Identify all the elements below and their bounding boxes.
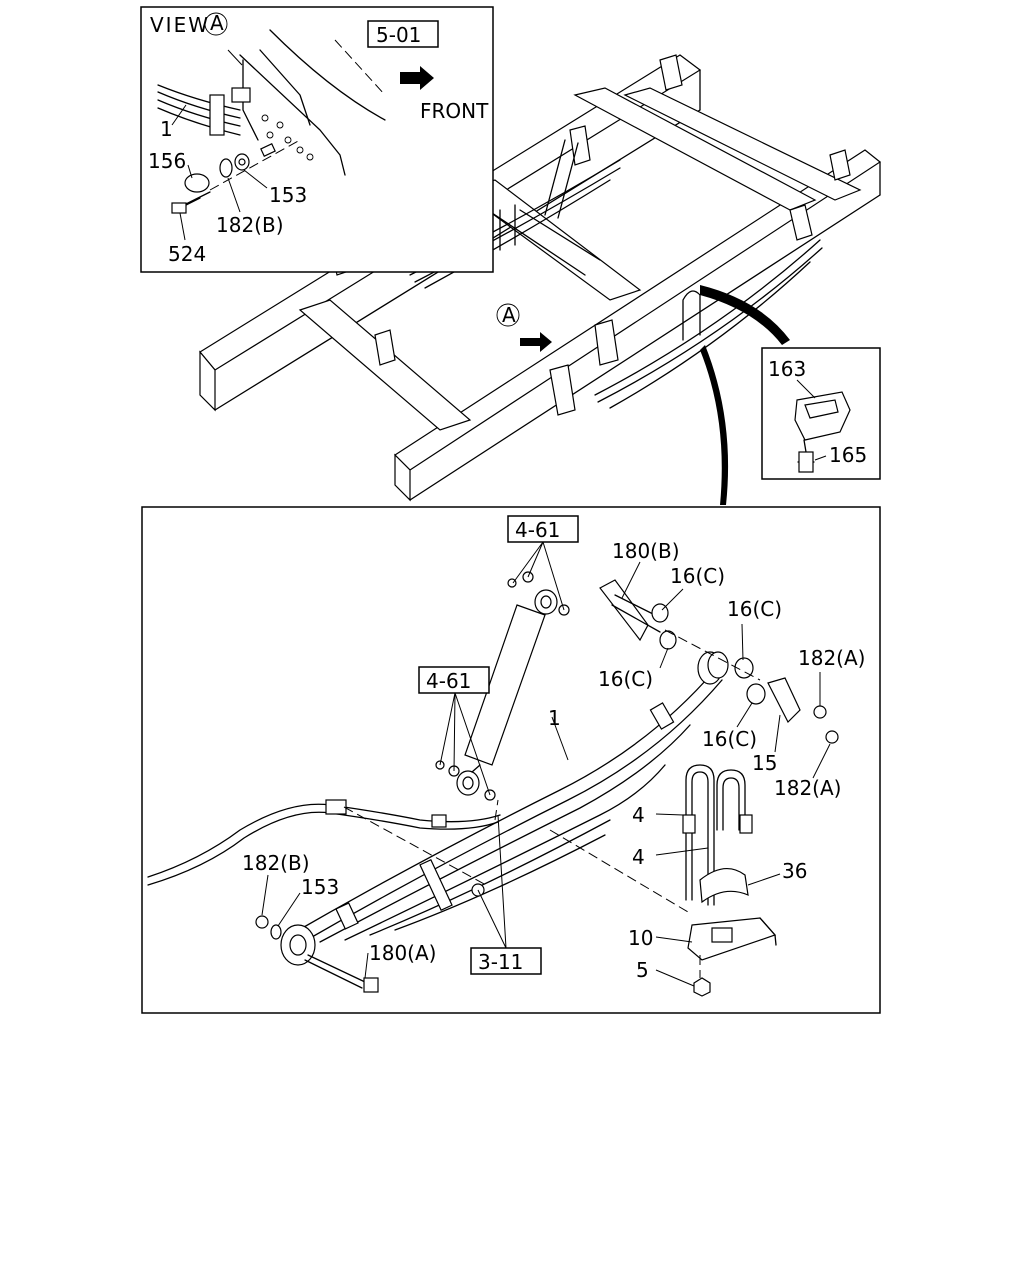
ref-box-5-01-label: 5-01: [376, 23, 421, 47]
view-marker-label: A: [210, 11, 224, 35]
main-label-153: 153: [301, 875, 339, 899]
main-label-180b: 180(B): [612, 539, 680, 563]
ref-box-4-61-mid[interactable]: [418, 666, 490, 694]
chassis-view-marker-label: A: [502, 303, 516, 327]
ref-box-4-61-top-label: 4-61: [515, 518, 560, 542]
view-label-524: 524: [168, 242, 206, 266]
main-label-5: 5: [636, 958, 649, 982]
front-arrow-icon: [400, 66, 434, 90]
detail-panel: 163 165: [761, 347, 881, 480]
ref-box-3-11[interactable]: [470, 947, 542, 975]
main-label-16c-1: 16(C): [670, 564, 725, 588]
main-panel: 4-61 4-61 3-11 180(B) 16(C) 16(C) 16(C) …: [141, 506, 881, 1014]
main-label-4-lower: 4: [632, 845, 645, 869]
view-label-156: 156: [148, 149, 186, 173]
main-label-180a: 180(A): [369, 941, 436, 965]
main-label-36: 36: [782, 859, 807, 883]
ref-box-5-01[interactable]: [367, 20, 439, 48]
view-label-182b: 182(B): [216, 213, 284, 237]
view-a-panel: VIEW A 5-01 FRONT: [140, 6, 494, 273]
main-label-15: 15: [752, 751, 777, 775]
ref-box-4-61-top[interactable]: [507, 515, 579, 543]
view-label-153: 153: [269, 183, 307, 207]
front-direction-arrow: [520, 332, 552, 352]
main-label-182a-1: 182(A): [798, 646, 865, 670]
main-label-182b: 182(B): [242, 851, 310, 875]
main-label-1: 1: [548, 706, 561, 730]
main-label-16c-4: 16(C): [702, 727, 757, 751]
main-label-16c-2: 16(C): [727, 597, 782, 621]
main-label-4-upper: 4: [632, 803, 645, 827]
detail-label-165: 165: [829, 443, 867, 467]
front-label: FRONT: [420, 99, 489, 123]
chassis-view-marker: A: [496, 303, 552, 352]
ref-box-4-61-mid-label: 4-61: [426, 669, 471, 693]
ref-box-3-11-label: 3-11: [478, 950, 523, 974]
main-label-182a-2: 182(A): [774, 776, 841, 800]
main-label-10: 10: [628, 926, 653, 950]
main-label-16c-3: 16(C): [598, 667, 653, 691]
detail-label-163: 163: [768, 357, 806, 381]
view-label-1: 1: [160, 117, 173, 141]
view-title: VIEW: [150, 13, 210, 37]
